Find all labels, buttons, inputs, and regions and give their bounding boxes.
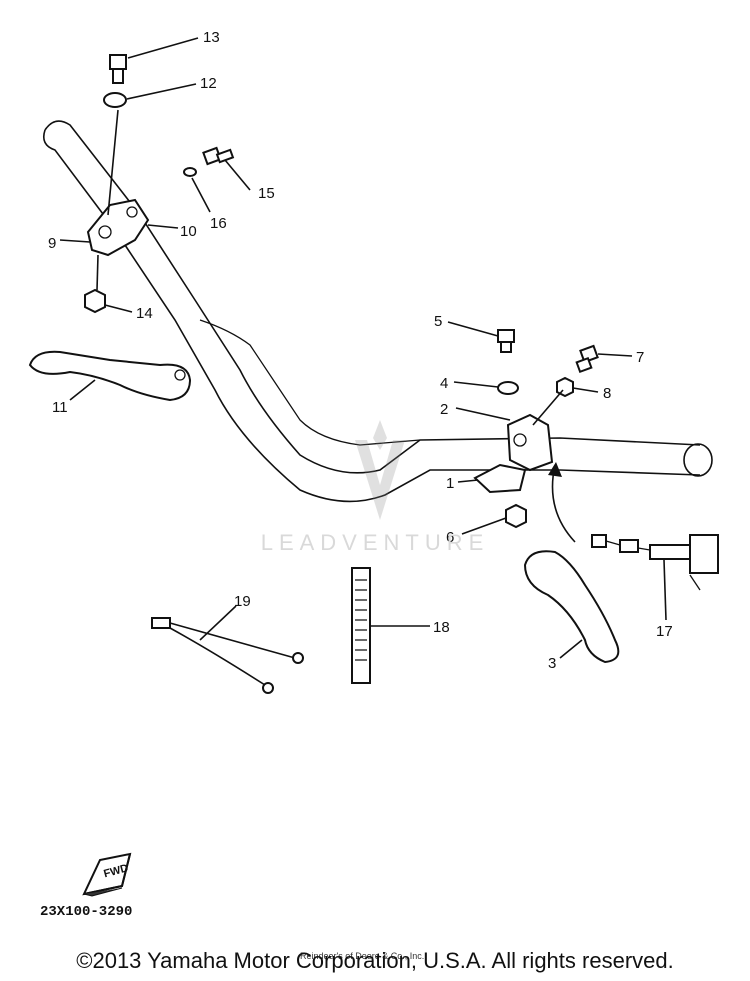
washer-12 bbox=[103, 92, 127, 108]
leadventure-logo bbox=[355, 420, 405, 520]
label-7: 7 bbox=[636, 349, 644, 366]
bolt-13 bbox=[109, 54, 127, 84]
left-lever bbox=[28, 350, 192, 402]
label-15: 15 bbox=[258, 185, 275, 202]
label-1: 1 bbox=[446, 475, 454, 492]
label-17: 17 bbox=[656, 623, 673, 640]
label-11: 11 bbox=[52, 399, 68, 416]
handlebar bbox=[42, 120, 713, 503]
part-labels: 13 12 15 16 10 9 14 11 5 4 2 1 6 7 8 3 1… bbox=[48, 29, 673, 672]
label-5: 5 bbox=[434, 313, 442, 330]
copyright-sub: Reindeer's of Deere & Co., Inc. bbox=[300, 951, 425, 961]
right-lever bbox=[523, 550, 620, 664]
bolt-5 bbox=[497, 329, 515, 353]
label-16: 16 bbox=[210, 215, 227, 232]
label-10: 10 bbox=[180, 223, 197, 240]
left-clamp bbox=[86, 198, 150, 257]
label-4: 4 bbox=[440, 375, 448, 392]
label-13: 13 bbox=[203, 29, 220, 46]
watermark-text: LEADVENTURE bbox=[260, 530, 490, 555]
copyright: ©2013 Yamaha Motor Corporation, U.S.A. A… bbox=[76, 948, 674, 973]
right-clamp bbox=[473, 413, 554, 494]
bolt-7 bbox=[575, 344, 599, 374]
label-14: 14 bbox=[136, 305, 153, 322]
washer-4 bbox=[497, 381, 519, 395]
diagram-code: 23X100-3290 bbox=[40, 904, 133, 920]
label-12: 12 bbox=[200, 75, 217, 92]
nut-6 bbox=[505, 503, 527, 529]
label-19: 19 bbox=[234, 593, 251, 610]
label-6: 6 bbox=[446, 529, 454, 546]
washer-16 bbox=[183, 167, 197, 177]
label-8: 8 bbox=[603, 385, 611, 402]
label-2: 2 bbox=[440, 401, 448, 418]
bolt-15 bbox=[202, 146, 235, 166]
label-3: 3 bbox=[548, 655, 556, 672]
label-9: 9 bbox=[48, 235, 56, 252]
wire-19 bbox=[151, 617, 304, 694]
switch-assembly bbox=[548, 462, 719, 591]
cable-band-18 bbox=[351, 567, 371, 684]
label-18: 18 bbox=[433, 619, 450, 636]
fwd-arrow-icon: FWD bbox=[82, 852, 132, 897]
nut-14 bbox=[84, 288, 106, 314]
leader-lines bbox=[59, 37, 667, 659]
